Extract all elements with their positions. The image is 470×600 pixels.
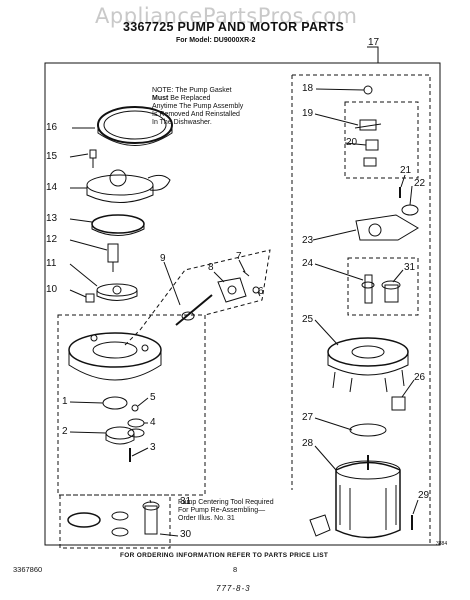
part-22-gasket bbox=[401, 204, 419, 216]
callout-6: 6 bbox=[258, 286, 264, 297]
part-19-spring bbox=[359, 119, 377, 131]
part-25-base bbox=[327, 337, 409, 367]
callout-1: 1 bbox=[62, 396, 68, 407]
callout-19: 19 bbox=[302, 108, 314, 119]
part-27-disc bbox=[349, 423, 387, 437]
leader-17 bbox=[367, 46, 379, 63]
part-30-gasket bbox=[67, 512, 101, 528]
callout-17: 17 bbox=[368, 37, 380, 48]
centering-tool-note: Pump Centering Tool Required For Pump Re… bbox=[178, 499, 274, 522]
callout-22: 22 bbox=[414, 178, 426, 189]
callout-14: 14 bbox=[46, 182, 58, 193]
diagram-title: 3367725 PUMP AND MOTOR PARTS bbox=[123, 20, 345, 34]
part-1 bbox=[102, 396, 128, 410]
box-24-31 bbox=[347, 257, 419, 316]
part-26-clip bbox=[391, 396, 406, 411]
diagram-code: 3884 bbox=[436, 541, 448, 547]
ordering-info: FOR ORDERING INFORMATION REFER TO PARTS … bbox=[120, 552, 329, 559]
box-30-31 bbox=[59, 494, 171, 549]
callout-27: 27 bbox=[302, 412, 314, 423]
motor-parts-dashed bbox=[139, 249, 271, 331]
box-19-20 bbox=[344, 101, 419, 179]
part-28-motor bbox=[335, 461, 401, 539]
part-6-part bbox=[252, 286, 260, 294]
callout-23: 23 bbox=[302, 235, 314, 246]
pump-gasket-note: NOTE: The Pump Gasket Must Be Replaced A… bbox=[152, 87, 244, 126]
part-20-seal bbox=[365, 139, 379, 151]
main-frame bbox=[44, 62, 441, 546]
part-10-screw bbox=[85, 293, 95, 303]
callout-9: 9 bbox=[160, 253, 166, 264]
part-5 bbox=[131, 404, 139, 412]
callout-10: 10 bbox=[46, 284, 58, 295]
callout-3: 3 bbox=[150, 442, 156, 453]
part-15-screw bbox=[89, 149, 97, 159]
part-4 bbox=[127, 418, 145, 428]
callout-24: 24 bbox=[302, 258, 314, 269]
callout-7: 7 bbox=[236, 251, 242, 262]
right-dashed-frame bbox=[292, 74, 431, 545]
part-14-cover bbox=[86, 174, 154, 196]
watermark: AppliancePartsPros.com bbox=[95, 4, 358, 28]
callout-13: 13 bbox=[46, 213, 58, 224]
callout-16: 16 bbox=[46, 122, 58, 133]
part-7-pin bbox=[242, 270, 250, 277]
pump-dashed-frame bbox=[57, 314, 206, 496]
part-31-tool bbox=[384, 284, 399, 303]
part-23-plate bbox=[355, 214, 419, 241]
handwritten-mark: 777-8-3 bbox=[216, 584, 251, 593]
callout-2: 2 bbox=[62, 426, 68, 437]
callout-11: 11 bbox=[46, 258, 57, 269]
page-number: 8 bbox=[233, 565, 238, 574]
part-18 bbox=[363, 85, 373, 95]
callout-26: 26 bbox=[414, 372, 426, 383]
part-8-plate bbox=[217, 277, 247, 303]
callout-31-bottom: 31 bbox=[180, 496, 192, 507]
callout-25: 25 bbox=[302, 314, 314, 325]
model-label: For Model: DU9000XR-2 bbox=[176, 37, 256, 44]
callout-29: 29 bbox=[418, 490, 430, 501]
callout-5: 5 bbox=[150, 392, 156, 403]
callout-28: 28 bbox=[302, 438, 314, 449]
callout-21: 21 bbox=[400, 165, 412, 176]
callout-31-right: 31 bbox=[404, 262, 416, 273]
callout-20: 20 bbox=[346, 137, 358, 148]
callout-18: 18 bbox=[302, 83, 314, 94]
part-24-shaft bbox=[364, 274, 373, 304]
part-2 bbox=[105, 426, 135, 440]
callout-15: 15 bbox=[46, 151, 58, 162]
callout-4: 4 bbox=[150, 417, 156, 428]
part-12-nut bbox=[107, 243, 119, 263]
part-13-ring bbox=[91, 214, 145, 234]
callout-12: 12 bbox=[46, 234, 58, 245]
callout-30: 30 bbox=[180, 529, 192, 540]
part-31-centering-tool bbox=[144, 505, 158, 535]
callout-8: 8 bbox=[208, 262, 214, 273]
part-9-shaft bbox=[175, 294, 213, 326]
document-number: 3367860 bbox=[13, 565, 43, 574]
